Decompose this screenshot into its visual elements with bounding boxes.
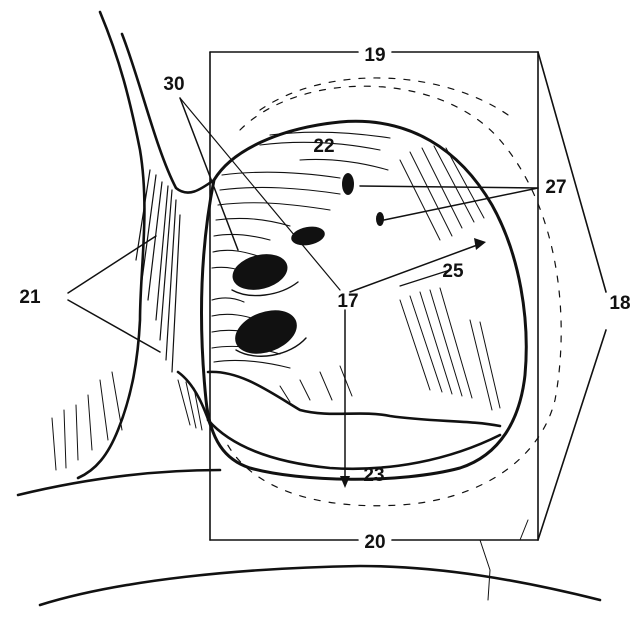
label-25: 25 — [442, 261, 464, 282]
label-30: 30 — [163, 74, 184, 95]
main-body — [202, 121, 527, 479]
label-19: 19 — [364, 45, 385, 66]
label-23: 23 — [363, 465, 384, 486]
dashed-halo — [225, 78, 561, 506]
bracket-18 — [538, 52, 606, 540]
label-27: 27 — [545, 177, 566, 198]
leader-lines — [68, 98, 538, 488]
label-21: 21 — [19, 287, 41, 308]
label-20: 20 — [364, 532, 385, 553]
label-18: 18 — [609, 293, 630, 314]
left-structure — [52, 12, 214, 478]
label-22: 22 — [313, 136, 334, 157]
lower-contours — [18, 470, 600, 605]
label-17: 17 — [337, 291, 358, 312]
